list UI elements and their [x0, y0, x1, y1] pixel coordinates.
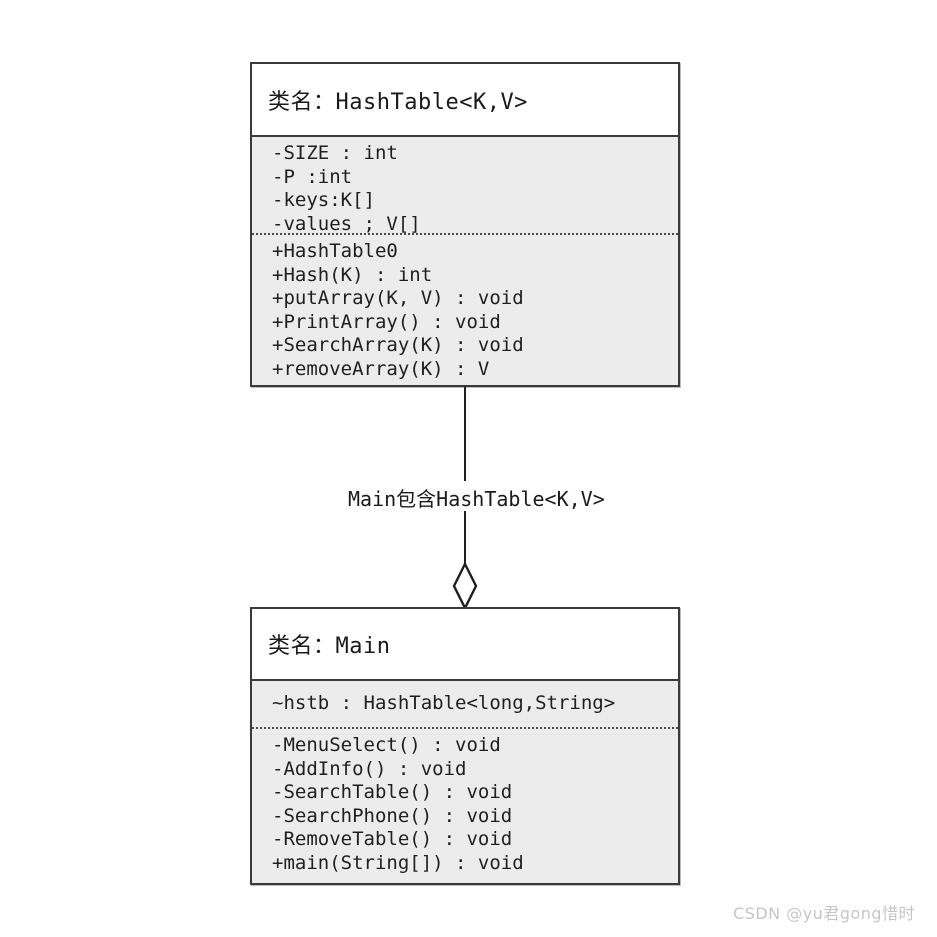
class-box-hashtable[interactable]: 类名：HashTable<K,V> -SIZE : int -P :int -k… [250, 62, 680, 387]
method-row: +SearchArray(K) : void [272, 334, 524, 356]
association-line-lower [464, 511, 466, 565]
attribute-row: ~hstb : HashTable<long,String> [272, 692, 616, 715]
attribute-row: -P :int [272, 165, 353, 188]
method-row: -RemoveTable() : void [272, 828, 513, 850]
method-row: +removeArray(K) : V [272, 357, 490, 380]
method-row: -AddInfo() : void [272, 757, 467, 780]
method-row: -SearchTable() : void [272, 781, 513, 803]
aggregation-diamond-svg [452, 561, 478, 611]
method-row: +putArray(K, V) : void [272, 287, 524, 309]
class-attributes-main: ~hstb : HashTable<long,String> [252, 681, 678, 729]
class-methods-hashtable: +HashTable0 +Hash(K) : int +putArray(K, … [252, 235, 678, 385]
aggregation-diamond-icon [452, 561, 478, 611]
attribute-row: -values ; V[] [272, 212, 421, 235]
association-label: Main包含HashTable<K,V> [342, 481, 611, 514]
class-title-main: 类名：Main [268, 634, 391, 659]
method-row: +HashTable0 [272, 240, 398, 262]
watermark-text: CSDN @yu君gong惜时 [733, 904, 916, 923]
method-row: +Hash(K) : int [272, 263, 433, 286]
method-row: -MenuSelect() : void [272, 734, 501, 756]
attribute-row: -SIZE : int [272, 142, 398, 164]
class-header-main: 类名：Main [252, 609, 678, 681]
class-methods-main: -MenuSelect() : void -AddInfo() : void -… [252, 729, 678, 883]
attribute-row: -keys:K[] [272, 189, 375, 211]
method-row: +main(String[]) : void [272, 851, 524, 874]
class-box-main[interactable]: 类名：Main ~hstb : HashTable<long,String> -… [250, 607, 680, 885]
class-title-hashtable: 类名：HashTable<K,V> [268, 89, 528, 115]
association-line-upper [464, 387, 466, 482]
class-header-hashtable: 类名：HashTable<K,V> [252, 64, 678, 137]
class-attributes-hashtable: -SIZE : int -P :int -keys:K[] -values ; … [252, 137, 678, 235]
method-row: +PrintArray() : void [272, 310, 501, 333]
method-row: -SearchPhone() : void [272, 804, 513, 827]
